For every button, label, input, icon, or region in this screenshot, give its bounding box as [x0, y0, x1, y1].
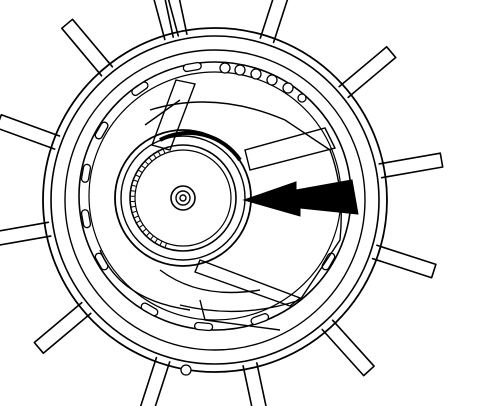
outer-housing-ring [42, 27, 388, 373]
gear-tooth [144, 160, 149, 166]
spoke-lug [153, 0, 180, 41]
gear-tooth [145, 232, 151, 237]
gear-tooth [133, 215, 139, 219]
gear-tooth [135, 174, 141, 178]
gear-tooth [159, 240, 163, 246]
gear-tooth [140, 164, 146, 169]
spoke-lug [378, 152, 444, 179]
spoke-lug [139, 356, 171, 406]
gear-tooth [164, 242, 168, 248]
gear-tooth [133, 179, 139, 183]
slot [321, 252, 336, 271]
spoke-lug [321, 319, 375, 377]
arrow-left-icon [242, 179, 359, 217]
gear-tooth [130, 205, 136, 208]
gear-tooth [142, 228, 147, 233]
spoke-lug [371, 244, 437, 279]
hole-ring [180, 62, 307, 376]
spoke-lug [242, 362, 267, 406]
gear-tooth [131, 184, 137, 187]
gear-tooth [149, 235, 154, 241]
toothed-gear-band [129, 148, 168, 248]
gear-tooth [157, 150, 161, 156]
gear-tooth [138, 224, 144, 229]
spoke-lugs [0, 0, 444, 406]
gear-tooth [137, 169, 143, 174]
slot [140, 302, 159, 317]
slot [131, 81, 149, 97]
gear-tooth [152, 153, 157, 159]
slot [193, 321, 214, 332]
spoke-lug [61, 18, 114, 77]
center-shaft [170, 185, 196, 211]
gear-tooth [162, 148, 166, 154]
spoke-lug [338, 46, 397, 99]
gear-tooth [148, 157, 153, 162]
gear-tooth [135, 220, 141, 224]
slot [80, 209, 92, 229]
gear-tooth [154, 238, 159, 244]
spoke-lug [259, 0, 289, 44]
slot [182, 61, 202, 73]
spoke-lug [0, 114, 61, 150]
slot [250, 313, 270, 326]
gear-tooth [130, 190, 136, 192]
gear-tooth [131, 210, 138, 214]
slot [94, 121, 109, 140]
retaining-clip [159, 130, 242, 162]
spoke-lug [33, 301, 92, 354]
spoke-lug [164, 0, 188, 38]
slot [80, 163, 92, 183]
slot-ring [80, 61, 336, 332]
spoke-lug [0, 221, 52, 246]
